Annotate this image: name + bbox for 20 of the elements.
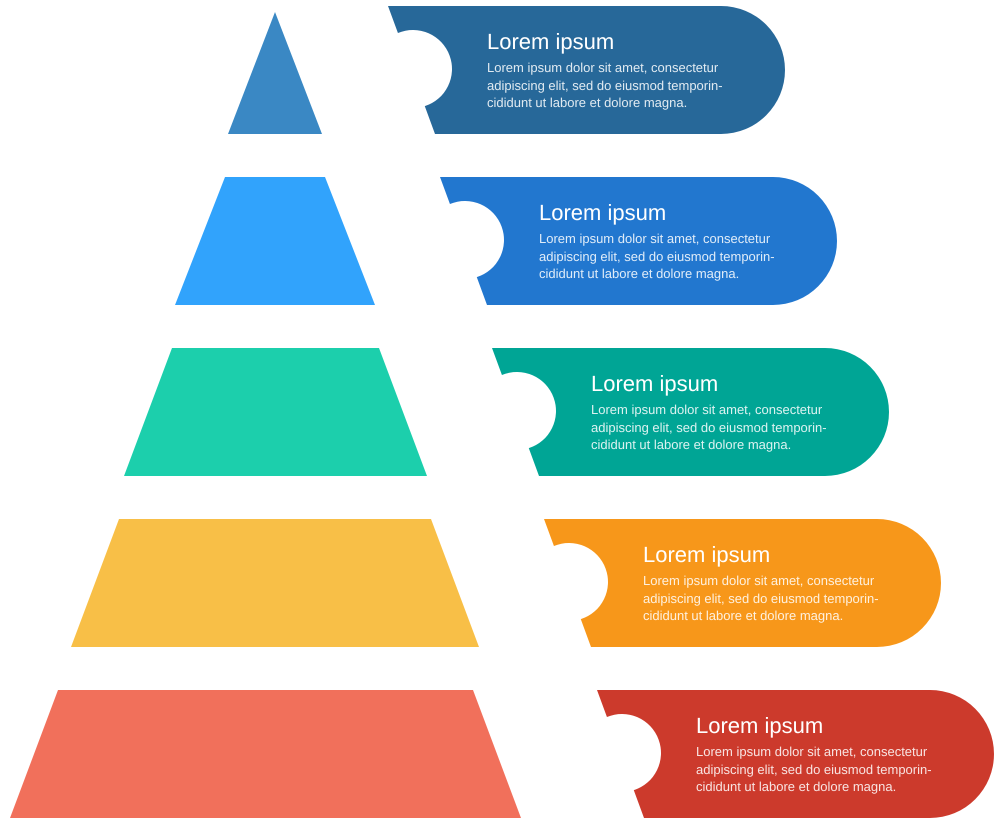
pyramid-tier <box>175 177 375 305</box>
callout-banner <box>388 6 785 134</box>
callout-heading: Lorem ipsum <box>591 371 718 397</box>
pyramid-tier <box>71 519 479 647</box>
callout-banner <box>440 177 837 305</box>
pyramid-tier <box>10 690 521 818</box>
callout-text: Lorem ipsum dolor sit amet, consectetur adipiscing elit, sed do eiusmod temporin- cididunt ut labore et dolore magna. <box>539 230 776 282</box>
pyramid-tier <box>124 348 427 476</box>
callout-banner <box>492 348 889 476</box>
callout-heading: Lorem ipsum <box>539 200 666 226</box>
callout-banner <box>597 690 994 818</box>
callout-text: Lorem ipsum dolor sit amet, consectetur adipiscing elit, sed do eiusmod temporin- cididunt ut labore et dolore magna. <box>591 401 828 454</box>
callout-banner <box>544 519 941 647</box>
callout-text: Lorem ipsum dolor sit amet, consectetur adipiscing elit, sed do eiusmod temporin- cididunt ut labore et dolore magna. <box>487 59 724 112</box>
callout-heading: Lorem ipsum <box>643 542 770 568</box>
callout-text: Lorem ipsum dolor sit amet, consectetur adipiscing elit, sed do eiusmod temporin- cididunt ut labore et dolore magna. <box>643 572 880 624</box>
callout-heading: Lorem ipsum <box>696 713 824 739</box>
callout-text: Lorem ipsum dolor sit amet, consectetur adipiscing elit, sed do eiusmod temporin- cididunt ut labore et dolore magna. <box>696 743 933 796</box>
pyramid-tier <box>228 12 322 134</box>
callout-heading: Lorem ipsum <box>487 29 614 55</box>
